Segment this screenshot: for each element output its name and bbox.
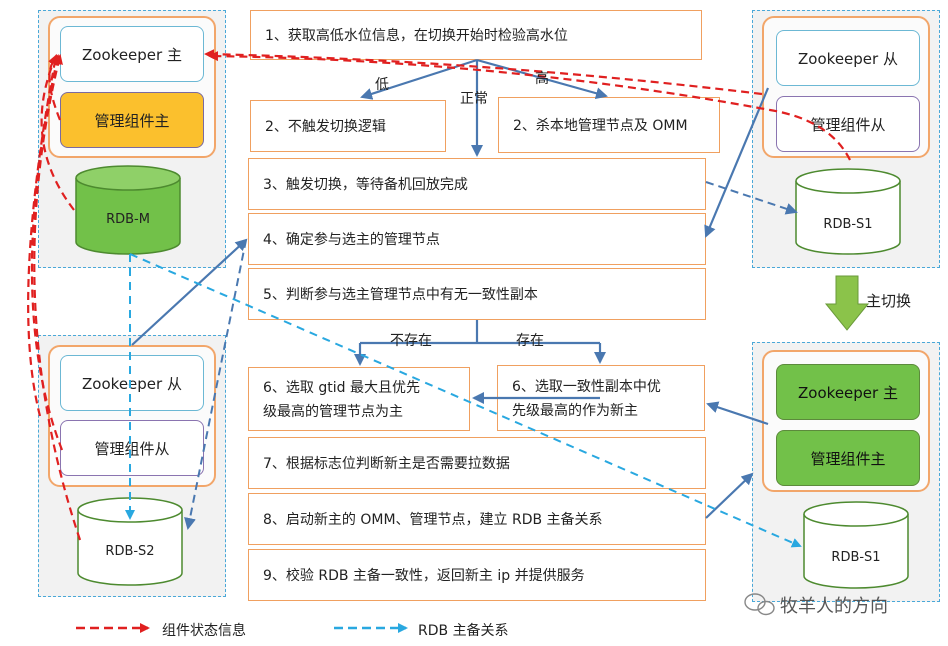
left-zookeeper-slave-label: Zookeeper 从 bbox=[82, 374, 182, 393]
legend-blue-label: RDB 主备关系 bbox=[418, 623, 509, 639]
step3-to-rdb-s1 bbox=[705, 181, 798, 215]
step-4: 4、确定参与选主的管理节点 bbox=[248, 213, 706, 265]
right-manager-master: 管理组件主 bbox=[776, 430, 920, 486]
switch-arrow bbox=[824, 275, 870, 331]
step-1-label: 1、获取高低水位信息，在切换开始时检验高水位 bbox=[265, 28, 568, 44]
right-zookeeper-slave: Zookeeper 从 bbox=[776, 30, 920, 86]
step-3: 3、触发切换，等待备机回放完成 bbox=[248, 158, 706, 210]
left-zookeeper-slave: Zookeeper 从 bbox=[60, 355, 204, 411]
rdb-s2-label: RDB-S2 bbox=[105, 544, 155, 559]
right-zookeeper-master: Zookeeper 主 bbox=[776, 364, 920, 420]
left-manager-master-label: 管理组件主 bbox=[94, 111, 170, 130]
rdb-s1-after-label: RDB-S1 bbox=[831, 550, 881, 565]
db-rdb-m bbox=[75, 165, 181, 255]
step-2b-label: 2、杀本地管理节点及 OMM bbox=[513, 118, 688, 134]
wechat-icon bbox=[744, 593, 775, 616]
right-manager-slave: 管理组件从 bbox=[776, 96, 920, 152]
step-6a-line1: 6、选取 gtid 最大且优先 bbox=[263, 380, 420, 396]
right-manager-master-label: 管理组件主 bbox=[810, 449, 886, 468]
left-manager-slave-label: 管理组件从 bbox=[94, 439, 170, 458]
left-manager-master: 管理组件主 bbox=[60, 92, 204, 148]
branch-normal-label: 正常 bbox=[460, 91, 488, 107]
rdb-relations bbox=[125, 253, 802, 548]
step-5: 5、判断参与选主管理节点中有无一致性副本 bbox=[248, 268, 706, 320]
step-7: 7、根据标志位判断新主是否需要拉数据 bbox=[248, 437, 706, 489]
step-1: 1、获取高低水位信息，在切换开始时检验高水位 bbox=[250, 10, 702, 60]
step-4-label: 4、确定参与选主的管理节点 bbox=[263, 232, 440, 248]
step4-to-rdb-s2 bbox=[184, 239, 247, 530]
step-6b-line2: 先级最高的作为新主 bbox=[512, 403, 638, 419]
left-zookeeper-master: Zookeeper 主 bbox=[60, 26, 204, 82]
branch-high-label: 高 bbox=[535, 71, 549, 87]
step-2-kill-local: 2、杀本地管理节点及 OMM bbox=[498, 97, 720, 153]
status-arrows bbox=[27, 49, 851, 541]
right-zookeeper-master-label: Zookeeper 主 bbox=[798, 383, 898, 402]
step-7-label: 7、根据标志位判断新主是否需要拉数据 bbox=[263, 456, 510, 472]
watermark-text: 牧羊人的方向 bbox=[780, 596, 888, 617]
step-6-gtid: 6、选取 gtid 最大且优先 级最高的管理节点为主 bbox=[248, 367, 470, 431]
step-8: 8、启动新主的 OMM、管理节点，建立 RDB 主备关系 bbox=[248, 493, 706, 545]
flow-arrows bbox=[131, 58, 770, 519]
right-manager-slave-label: 管理组件从 bbox=[810, 115, 886, 134]
db-rdb-s1-before bbox=[795, 168, 901, 255]
step-9-label: 9、校验 RDB 主备一致性，返回新主 ip 并提供服务 bbox=[263, 568, 585, 584]
step-9: 9、校验 RDB 主备一致性，返回新主 ip 并提供服务 bbox=[248, 549, 706, 601]
step-3-label: 3、触发切换，等待备机回放完成 bbox=[263, 177, 468, 193]
branch-not-exist-label: 不存在 bbox=[390, 333, 432, 349]
step-8-label: 8、启动新主的 OMM、管理节点，建立 RDB 主备关系 bbox=[263, 512, 603, 528]
left-zookeeper-master-label: Zookeeper 主 bbox=[82, 45, 182, 64]
step-2-no-switch: 2、不触发切换逻辑 bbox=[250, 100, 446, 152]
db-rdb-s1-after bbox=[803, 501, 909, 589]
rdb-m-label: RDB-M bbox=[106, 212, 150, 227]
step-2a-label: 2、不触发切换逻辑 bbox=[265, 119, 386, 135]
right-zookeeper-slave-label: Zookeeper 从 bbox=[798, 49, 898, 68]
branch-exist-label: 存在 bbox=[516, 333, 544, 349]
switch-label: 主切换 bbox=[866, 292, 912, 310]
legend-red-label: 组件状态信息 bbox=[162, 623, 246, 639]
rdb-s1-before-label: RDB-S1 bbox=[823, 217, 873, 232]
branch-low-label: 低 bbox=[375, 77, 389, 93]
step-5-label: 5、判断参与选主管理节点中有无一致性副本 bbox=[263, 287, 538, 303]
step-6a-line2: 级最高的管理节点为主 bbox=[263, 404, 403, 420]
step-6b-line1: 6、选取一致性副本中优 bbox=[512, 379, 661, 395]
